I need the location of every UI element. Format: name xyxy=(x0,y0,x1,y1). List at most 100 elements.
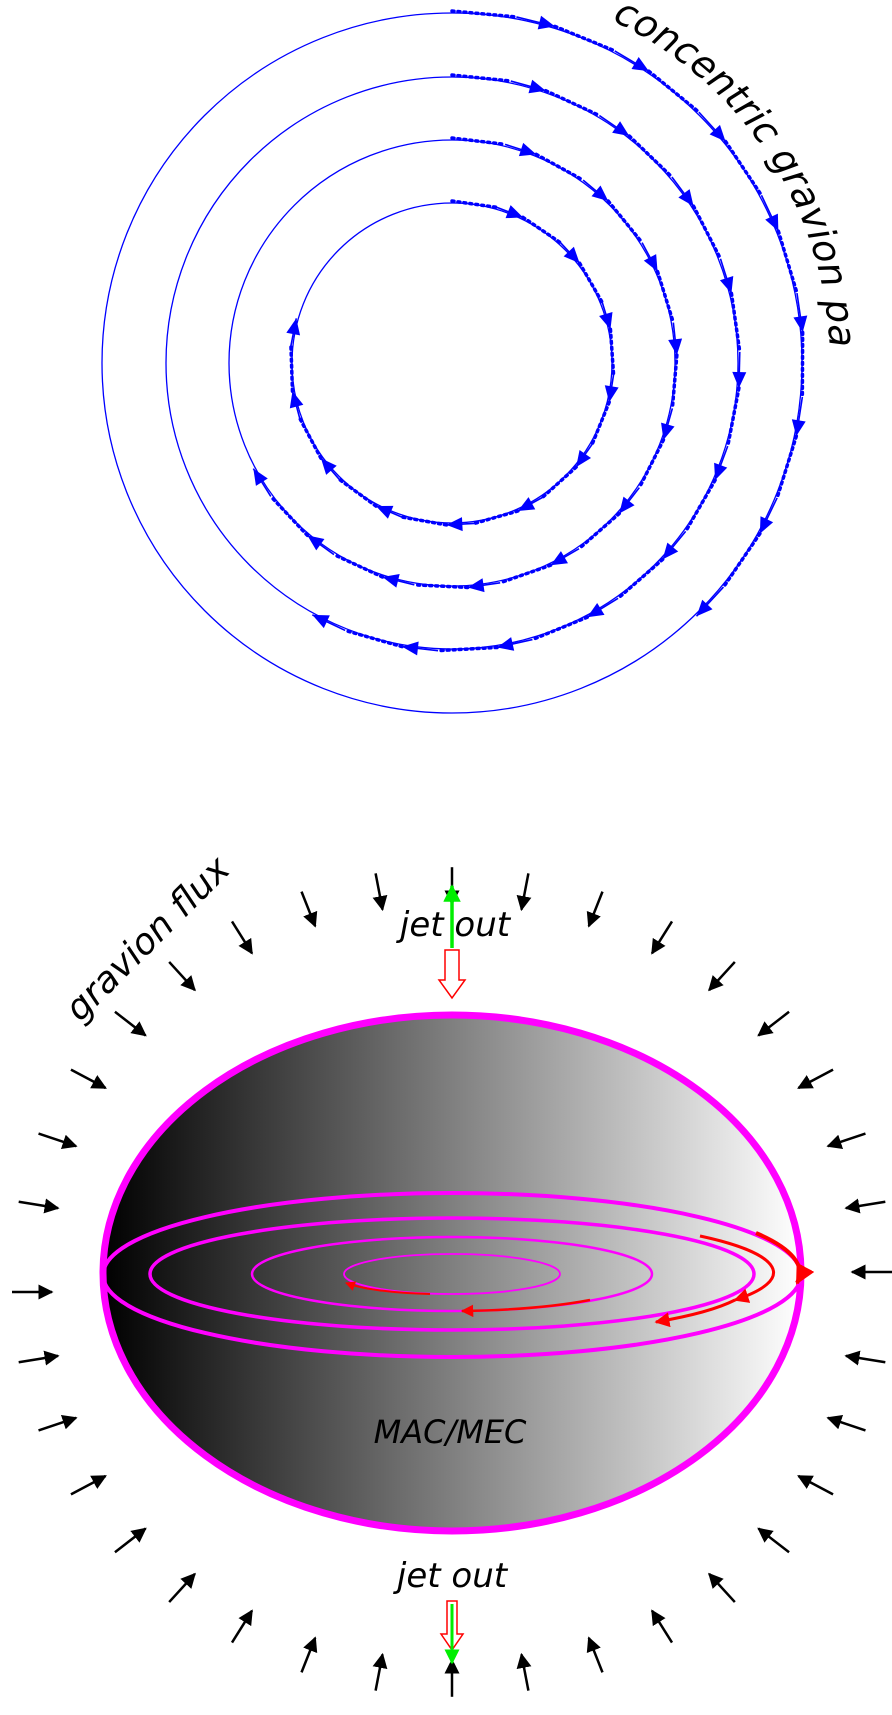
gravion-path-arrowhead xyxy=(759,516,774,534)
gravion-flux-arrow xyxy=(708,961,736,992)
gravion-path-dotted-segment xyxy=(606,199,644,245)
orbit-arrow-outer xyxy=(755,1231,815,1285)
gravion-path-arrowhead xyxy=(537,15,555,30)
gravion-path-arrowhead xyxy=(591,185,609,202)
gravion-flux-arrow xyxy=(586,891,604,928)
gravion-flux-arrow xyxy=(114,1527,147,1554)
gravion-flux-arrow xyxy=(797,1068,834,1090)
gravion-path-arrowhead xyxy=(604,385,619,403)
gravion-path-dotted-segment xyxy=(498,563,553,585)
gravion-flux-arrows xyxy=(12,867,892,1697)
gravion-flux-arrow xyxy=(650,920,674,955)
gravion-flux-arrow xyxy=(168,1572,196,1603)
gravion-path-dotted-segment xyxy=(776,229,799,295)
gravion-path-dotted-segment xyxy=(412,583,470,590)
gravion-path-arrowhead xyxy=(446,517,463,532)
gravion-path-arrowhead xyxy=(709,124,726,142)
gravion-path-dotted-segment xyxy=(577,511,621,551)
gravion-path-dotted-segment xyxy=(691,204,723,261)
orbit-arrow-2b xyxy=(654,1298,736,1328)
gravion-path-dotted-segment xyxy=(577,261,605,305)
gravion-path-arrowhead xyxy=(382,574,400,588)
gravion-path-dotted-segment xyxy=(450,73,513,83)
gravion-flux-arrow xyxy=(300,1636,318,1673)
gravion-path-rings xyxy=(101,12,803,714)
gravion-flux-arrow xyxy=(757,1527,790,1554)
gravion-flux-label: gravion flux xyxy=(57,848,238,1029)
gravion-path-dotted-segment xyxy=(655,269,676,325)
gravion-flux-arrow xyxy=(757,1010,790,1037)
gravion-path-arrowhead xyxy=(505,205,524,219)
gravion-path-dotted-segment xyxy=(647,69,701,114)
gravion-path-dotted-segment xyxy=(521,215,563,245)
concentric-gravion-paths-label: concentric gravion paths xyxy=(0,0,865,349)
gravion-flux-arrow xyxy=(38,1132,78,1149)
orbit-arrow-inner xyxy=(345,1281,431,1295)
gravion-flux-arrow xyxy=(516,873,532,912)
gravion-path-dotted-segment xyxy=(616,557,665,601)
gravion-path-arrowhead xyxy=(619,496,635,514)
gravion-path-arrowhead xyxy=(643,254,658,272)
gravion-path-arrowhead xyxy=(550,551,568,566)
gravion-path-dotted-segment xyxy=(436,645,499,653)
orbit-ring-2 xyxy=(148,1216,756,1332)
gravion-path-arrowhead xyxy=(497,637,515,651)
gravion-path-dotted-segment xyxy=(297,416,323,460)
gravion-path-arrows xyxy=(252,9,808,656)
gravion-path-dotted-segment xyxy=(723,139,764,198)
gravion-path-dotted-segment xyxy=(534,152,585,182)
orbit-ellipses xyxy=(101,1191,815,1359)
orbit-arrow-2 xyxy=(699,1234,776,1303)
gravion-path-arrowhead xyxy=(587,602,605,618)
gravion-path-ring xyxy=(165,76,739,650)
mac-mec-diagram: jet out jet out MAC/MEC gravion flux xyxy=(12,848,892,1697)
bottom-jet-label: jet out xyxy=(393,1556,509,1596)
gravion-path-dotted-segment xyxy=(472,509,520,526)
bottom-jet: jet out xyxy=(393,1556,509,1665)
gravion-path-ring xyxy=(228,139,676,587)
gravion-flux-arrow xyxy=(826,1132,866,1149)
gravion-path-arrowhead xyxy=(286,318,301,336)
gravion-path-arrowhead xyxy=(791,419,806,437)
gravion-flux-arrow xyxy=(18,1198,60,1214)
gravion-path-dotted-segment xyxy=(670,353,679,411)
gravion-path-dotted-segment xyxy=(608,327,616,377)
gravion-path-dotted-segment xyxy=(590,400,611,447)
mac-mec-label: MAC/MEC xyxy=(374,1413,527,1451)
gravion-path-dotted-segment xyxy=(343,628,404,649)
gravion-path-dotted-segment xyxy=(544,88,602,118)
gravion-path-dotted-segment xyxy=(540,465,578,500)
gravion-flux-arrow xyxy=(586,1636,604,1673)
gravion-path-dotted-segment xyxy=(450,199,499,210)
gravion-path-arrowhead xyxy=(631,56,649,72)
orbit-arrow-3 xyxy=(460,1298,591,1318)
gravion-flux-arrow xyxy=(114,1010,147,1037)
concentric-rings-diagram: concentric gravion paths xyxy=(0,0,865,714)
gravion-flux-arrow xyxy=(797,1474,834,1496)
gravion-path-dotted-segment xyxy=(530,615,589,642)
gravion-path-arrowhead xyxy=(517,497,536,511)
gravion-flux-arrow xyxy=(372,873,388,912)
gravion-path-arrowhead xyxy=(307,535,325,551)
gravion-flux-arrow xyxy=(18,1350,60,1366)
gravion-path-dotted-segment xyxy=(553,24,617,53)
gravion-flux-arrow xyxy=(708,1572,736,1603)
gravion-path-arrowhead xyxy=(312,614,330,629)
gravion-path-ring xyxy=(291,202,613,524)
gravion-path-dotted-segment xyxy=(337,477,378,508)
gravion-path-arrowhead xyxy=(253,468,268,486)
gravion-path-arrowhead xyxy=(732,371,747,389)
gravion-path-dotted-segment xyxy=(289,343,295,393)
gravion-path-arrowhead xyxy=(678,189,694,207)
gravion-path-arrowhead xyxy=(612,121,630,137)
gravion-path-dotted-segment xyxy=(399,515,449,527)
gravion-path-dotted-segment xyxy=(729,291,742,354)
gravion-flux-arrow xyxy=(844,1198,886,1214)
gravion-flux-arrow xyxy=(70,1068,107,1090)
gravion-path-arrowhead xyxy=(467,578,485,593)
gravion-path-dotted-segment xyxy=(332,552,385,579)
orbit-ring-3 xyxy=(250,1235,654,1313)
gravion-flux-arrow xyxy=(844,1350,886,1366)
gravion-path-arrowhead xyxy=(661,422,675,440)
gravion-path-arrowhead xyxy=(668,338,683,356)
